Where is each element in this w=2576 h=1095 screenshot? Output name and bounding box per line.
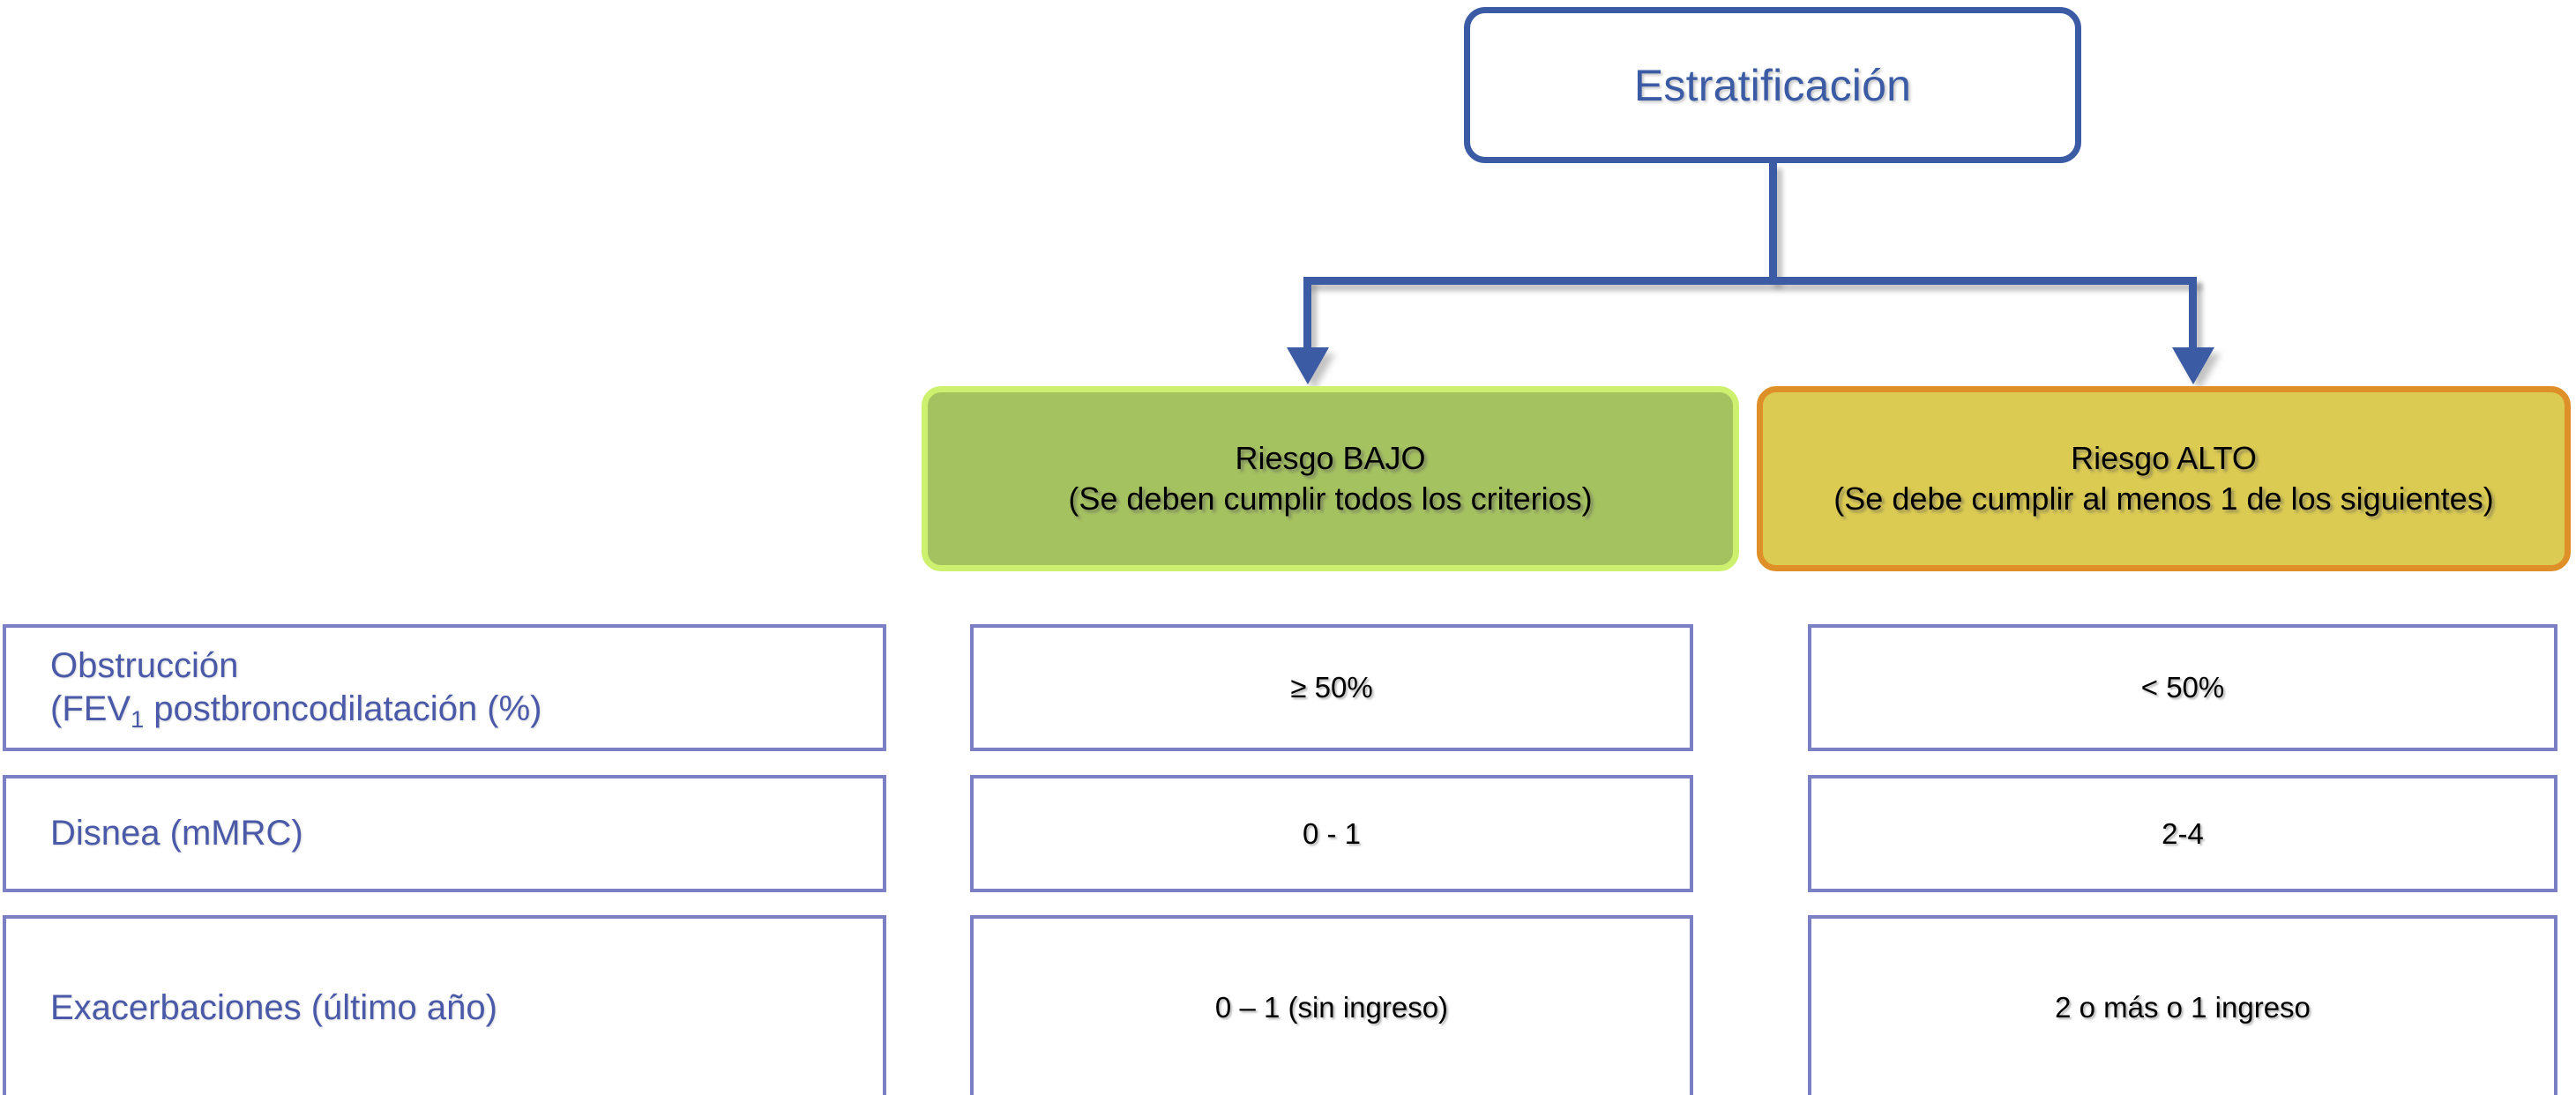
risk-box-high[interactable]: Riesgo ALTO (Se debe cumplir al menos 1 … [1757, 386, 2571, 571]
criteria-high-cell-disnea: 2-4 [1808, 775, 2557, 892]
connector-stem-shadow [1774, 168, 1782, 288]
criteria-label-cell-disnea: Disnea (mMRC) [3, 775, 886, 892]
arrowhead-left-icon [1287, 347, 1329, 384]
criteria-high-value-exacerbaciones: 2 o más o 1 ingreso [2055, 991, 2311, 1024]
arrowhead-right-icon [2172, 347, 2214, 384]
criteria-label-text-disnea: Disnea (mMRC) [50, 812, 303, 855]
risk-box-high-subtitle: (Se debe cumplir al menos 1 de los sigui… [1833, 480, 2494, 517]
connector-drop-right [2189, 277, 2197, 353]
criteria-low-cell-obstruccion: ≥ 50% [970, 624, 1693, 751]
criteria-label-line1-obstruccion: Obstrucción [50, 646, 239, 686]
criteria-high-value-disnea: 2-4 [2162, 816, 2204, 850]
connector-horizontal-bar [1303, 277, 2197, 285]
criteria-label-cell-obstruccion: Obstrucción (FEV1 postbroncodilatación (… [3, 624, 886, 751]
criteria-label-subscript-obstruccion: 1 [131, 706, 145, 733]
root-node-label: Estratificación [1633, 60, 1912, 110]
risk-box-low-text: Riesgo BAJO (Se deben cumplir todos los … [1068, 438, 1592, 519]
connector-drop-left [1303, 277, 1311, 353]
criteria-label-line1-exacerbaciones: Exacerbaciones (último año) [50, 987, 497, 1027]
criteria-high-value-obstruccion: < 50% [2140, 671, 2225, 704]
connector-drop-left-shadow [1309, 283, 1317, 359]
connector-bar-shadow [1309, 283, 2202, 291]
connector-drop-right-shadow [2194, 283, 2202, 359]
criteria-label-text-obstruccion: Obstrucción (FEV1 postbroncodilatación (… [50, 644, 542, 733]
connector-stem [1769, 163, 1777, 283]
risk-box-high-title: Riesgo ALTO [2071, 439, 2257, 476]
criteria-high-cell-exacerbaciones: 2 o más o 1 ingreso [1808, 915, 2557, 1095]
criteria-label-line1-disnea: Disnea (mMRC) [50, 814, 303, 853]
criteria-high-cell-obstruccion: < 50% [1808, 624, 2557, 751]
criteria-label-line2-post-obstruccion: postbroncodilatación (%) [144, 689, 542, 728]
criteria-label-text-exacerbaciones: Exacerbaciones (último año) [50, 987, 497, 1030]
risk-box-low-subtitle: (Se deben cumplir todos los criterios) [1068, 480, 1593, 517]
risk-box-low-title: Riesgo BAJO [1235, 439, 1426, 476]
criteria-low-cell-exacerbaciones: 0 – 1 (sin ingreso) [970, 915, 1693, 1095]
root-node-estratificacion[interactable]: Estratificación [1464, 7, 2081, 163]
criteria-low-value-exacerbaciones: 0 – 1 (sin ingreso) [1214, 991, 1449, 1024]
risk-box-low[interactable]: Riesgo BAJO (Se deben cumplir todos los … [922, 386, 1739, 571]
risk-box-high-text: Riesgo ALTO (Se debe cumplir al menos 1 … [1833, 438, 2493, 519]
criteria-label-line2-pre-obstruccion: (FEV [50, 689, 131, 728]
criteria-low-value-obstruccion: ≥ 50% [1290, 671, 1373, 704]
criteria-label-cell-exacerbaciones: Exacerbaciones (último año) [3, 915, 886, 1095]
criteria-low-value-disnea: 0 - 1 [1302, 816, 1362, 850]
criteria-low-cell-disnea: 0 - 1 [970, 775, 1693, 892]
